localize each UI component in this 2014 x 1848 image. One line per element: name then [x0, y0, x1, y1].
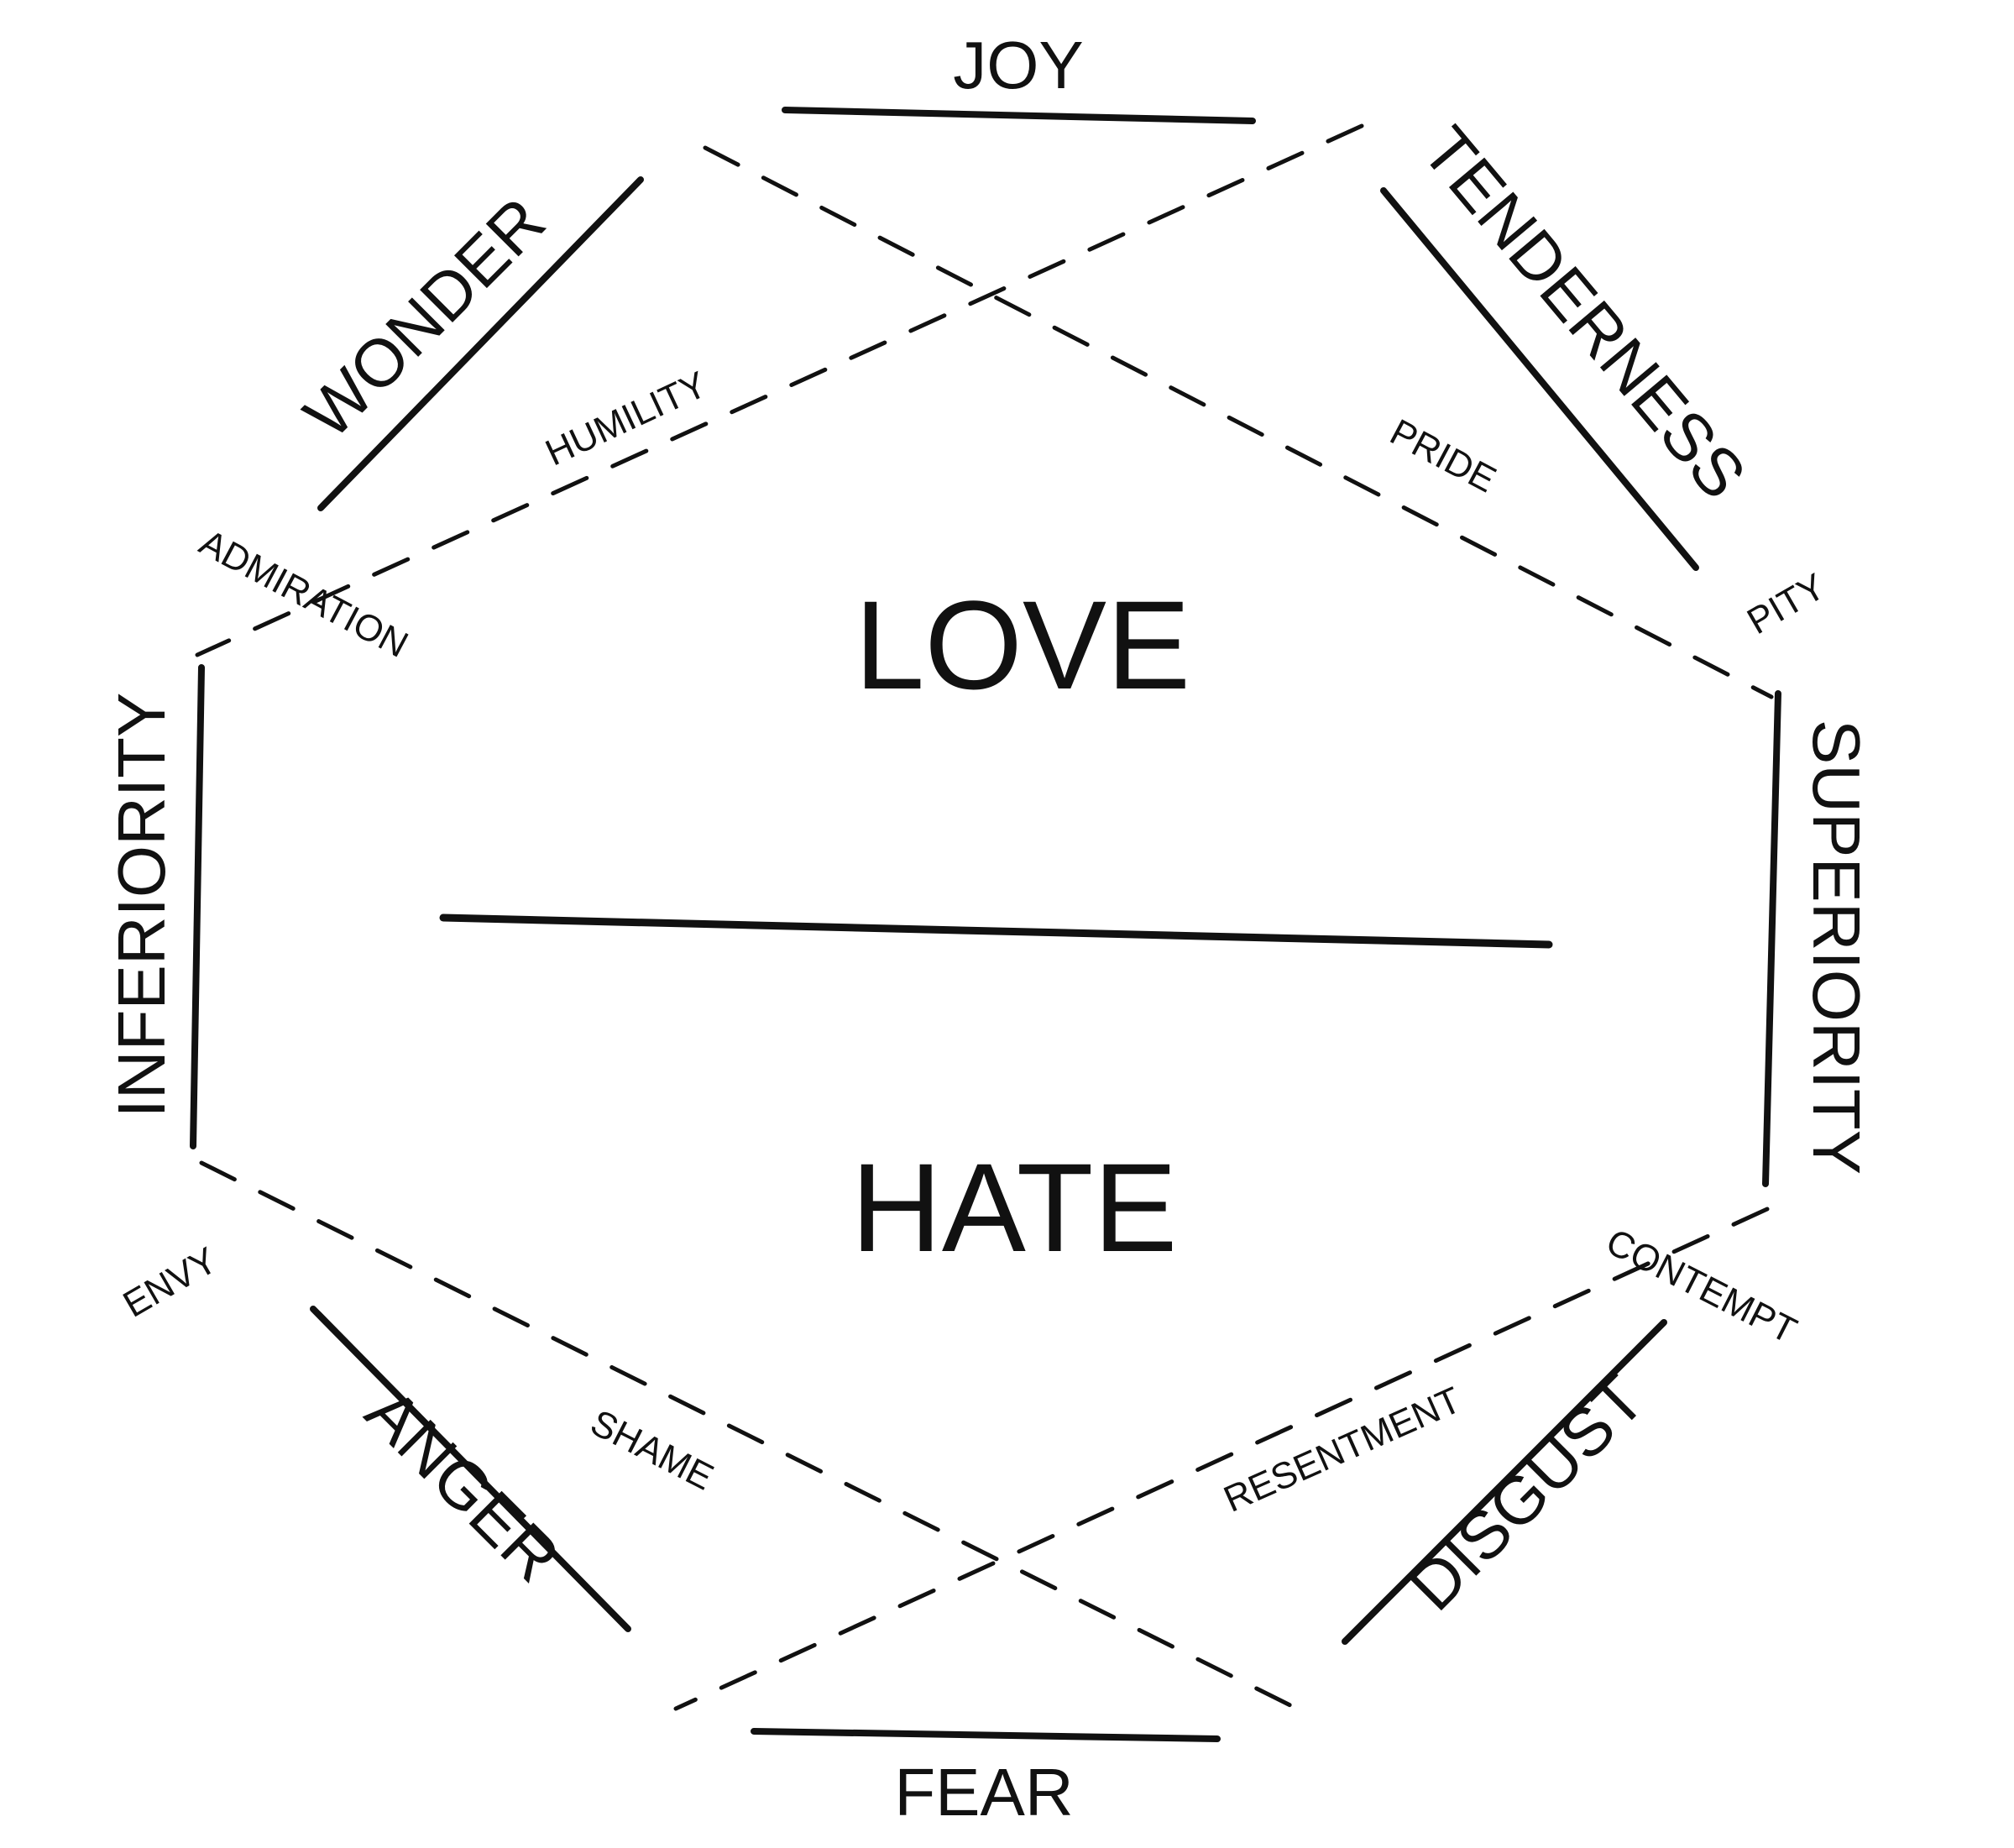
- resentment-label: RESENTMENT: [1218, 1379, 1467, 1521]
- edge-joy: [782, 107, 1256, 124]
- dashed-line-humility: [195, 123, 1364, 657]
- inferiority-label: INFERIORITY: [104, 693, 179, 1118]
- dashed-line-resentment: [673, 1207, 1770, 1711]
- dashed-line-shame: [199, 1160, 1308, 1715]
- love-label: LOVE: [855, 574, 1190, 715]
- edge-anger: [310, 1306, 631, 1632]
- hate-label: HATE: [851, 1137, 1178, 1278]
- edge-disgust: [1342, 1319, 1667, 1645]
- edge-fear: [751, 1728, 1221, 1742]
- anger-label: ANGER: [352, 1374, 573, 1596]
- admiration-label: ADMIRATION: [193, 521, 415, 665]
- dashed-line-pride: [703, 145, 1774, 699]
- envy-label: ENVY: [117, 1239, 224, 1325]
- edge-inferiority: [190, 664, 205, 1149]
- joy-label: JOY: [953, 28, 1084, 102]
- wonder-label: WONDER: [290, 183, 559, 453]
- superiority-label: SUPERIORITY: [1799, 720, 1874, 1175]
- pride-label: PRIDE: [1384, 411, 1503, 500]
- shame-label: SHAME: [584, 1402, 720, 1499]
- love-hate-divider: [439, 914, 1553, 949]
- fear-label: FEAR: [894, 1755, 1073, 1830]
- humility-label: HUMILITY: [539, 364, 713, 474]
- edge-wonder: [317, 176, 644, 511]
- pity-label: PITY: [1740, 566, 1832, 642]
- edge-tenderness: [1380, 187, 1699, 571]
- edge-superiority: [1762, 690, 1781, 1187]
